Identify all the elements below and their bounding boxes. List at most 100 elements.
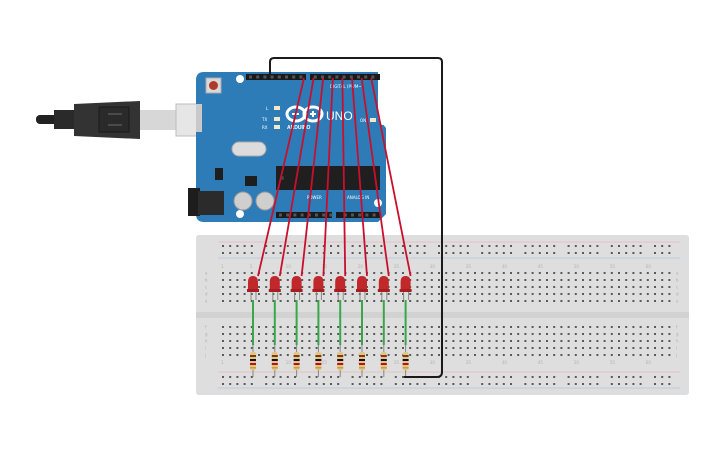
breadboard-hole[interactable]	[409, 300, 412, 302]
breadboard-hole[interactable]	[481, 279, 484, 281]
breadboard-hole[interactable]	[582, 383, 584, 385]
breadboard-hole[interactable]	[495, 279, 498, 281]
breadboard-hole[interactable]	[402, 383, 404, 385]
breadboard-hole[interactable]	[402, 300, 404, 302]
breadboard-hole[interactable]	[618, 376, 620, 378]
breadboard-hole[interactable]	[488, 333, 491, 335]
breadboard-hole[interactable]	[423, 347, 426, 349]
breadboard-hole[interactable]	[502, 326, 505, 328]
breadboard-hole[interactable]	[222, 272, 224, 274]
breadboard-hole[interactable]	[308, 326, 311, 328]
breadboard-hole[interactable]	[243, 245, 246, 247]
breadboard-hole[interactable]	[380, 383, 383, 385]
breadboard-hole[interactable]	[603, 347, 606, 349]
breadboard-hole[interactable]	[646, 293, 649, 295]
breadboard-hole[interactable]	[380, 333, 383, 335]
breadboard-hole[interactable]	[279, 279, 282, 281]
breadboard-hole[interactable]	[517, 333, 520, 335]
breadboard-hole[interactable]	[286, 252, 289, 254]
breadboard-hole[interactable]	[279, 383, 282, 385]
breadboard-hole[interactable]	[394, 333, 397, 335]
breadboard-hole[interactable]	[510, 279, 512, 281]
breadboard-hole[interactable]	[416, 347, 419, 349]
breadboard-hole[interactable]	[402, 293, 404, 295]
header-pin[interactable]	[249, 75, 252, 79]
breadboard-hole[interactable]	[265, 347, 268, 349]
breadboard-hole[interactable]	[524, 354, 527, 356]
breadboard-hole[interactable]	[531, 293, 534, 295]
breadboard-hole[interactable]	[394, 293, 397, 295]
breadboard-hole[interactable]	[524, 340, 527, 342]
breadboard-hole[interactable]	[430, 293, 433, 295]
breadboard-hole[interactable]	[366, 383, 368, 385]
breadboard-hole[interactable]	[265, 354, 268, 356]
breadboard-hole[interactable]	[402, 333, 404, 335]
breadboard-hole[interactable]	[639, 347, 642, 349]
breadboard-hole[interactable]	[661, 252, 664, 254]
breadboard-hole[interactable]	[380, 376, 383, 378]
breadboard-hole[interactable]	[236, 300, 239, 302]
breadboard-hole[interactable]	[481, 340, 484, 342]
breadboard-hole[interactable]	[308, 272, 311, 274]
breadboard-hole[interactable]	[546, 383, 548, 385]
breadboard-hole[interactable]	[358, 376, 361, 378]
breadboard-hole[interactable]	[265, 333, 268, 335]
breadboard-hole[interactable]	[351, 245, 354, 247]
breadboard-hole[interactable]	[351, 252, 354, 254]
breadboard-hole[interactable]	[481, 272, 484, 274]
breadboard-hole[interactable]	[445, 279, 448, 281]
breadboard-hole[interactable]	[322, 245, 325, 247]
breadboard-hole[interactable]	[358, 340, 361, 342]
breadboard-hole[interactable]	[438, 252, 440, 254]
breadboard-hole[interactable]	[416, 326, 419, 328]
breadboard-hole[interactable]	[452, 272, 455, 274]
header-pin[interactable]	[349, 75, 353, 79]
breadboard-hole[interactable]	[308, 354, 311, 356]
breadboard-hole[interactable]	[502, 333, 505, 335]
breadboard-hole[interactable]	[308, 347, 311, 349]
header-pin[interactable]	[300, 213, 304, 217]
breadboard-hole[interactable]	[243, 279, 246, 281]
breadboard-hole[interactable]	[373, 272, 376, 274]
breadboard-hole[interactable]	[639, 293, 642, 295]
breadboard-hole[interactable]	[466, 354, 469, 356]
breadboard-hole[interactable]	[308, 340, 311, 342]
breadboard-hole[interactable]	[574, 383, 577, 385]
breadboard-hole[interactable]	[344, 354, 347, 356]
breadboard-hole[interactable]	[229, 245, 232, 247]
breadboard-hole[interactable]	[654, 347, 656, 349]
breadboard-hole[interactable]	[294, 326, 296, 328]
breadboard-hole[interactable]	[337, 340, 340, 342]
breadboard-hole[interactable]	[394, 300, 397, 302]
breadboard-hole[interactable]	[366, 340, 368, 342]
breadboard-hole[interactable]	[639, 354, 642, 356]
breadboard-hole[interactable]	[294, 272, 296, 274]
breadboard-hole[interactable]	[265, 326, 268, 328]
breadboard-hole[interactable]	[596, 293, 599, 295]
breadboard-hole[interactable]	[294, 383, 296, 385]
breadboard-hole[interactable]	[358, 326, 361, 328]
breadboard-hole[interactable]	[610, 383, 613, 385]
header-pin[interactable]	[307, 213, 311, 217]
breadboard-hole[interactable]	[286, 333, 289, 335]
breadboard-hole[interactable]	[337, 272, 340, 274]
breadboard-hole[interactable]	[380, 326, 383, 328]
red-led[interactable]	[334, 276, 347, 300]
breadboard-hole[interactable]	[286, 326, 289, 328]
breadboard-hole[interactable]	[265, 383, 268, 385]
breadboard-hole[interactable]	[315, 333, 318, 335]
breadboard-hole[interactable]	[438, 340, 440, 342]
breadboard-hole[interactable]	[488, 300, 491, 302]
breadboard-hole[interactable]	[294, 333, 296, 335]
breadboard-hole[interactable]	[574, 279, 577, 281]
breadboard-hole[interactable]	[330, 347, 332, 349]
breadboard-hole[interactable]	[358, 333, 361, 335]
breadboard-hole[interactable]	[459, 245, 462, 247]
breadboard-hole[interactable]	[445, 286, 448, 288]
breadboard-hole[interactable]	[574, 376, 577, 378]
breadboard-hole[interactable]	[229, 333, 232, 335]
breadboard-hole[interactable]	[553, 286, 556, 288]
breadboard-hole[interactable]	[438, 279, 440, 281]
breadboard-hole[interactable]	[322, 383, 325, 385]
breadboard-hole[interactable]	[632, 300, 635, 302]
